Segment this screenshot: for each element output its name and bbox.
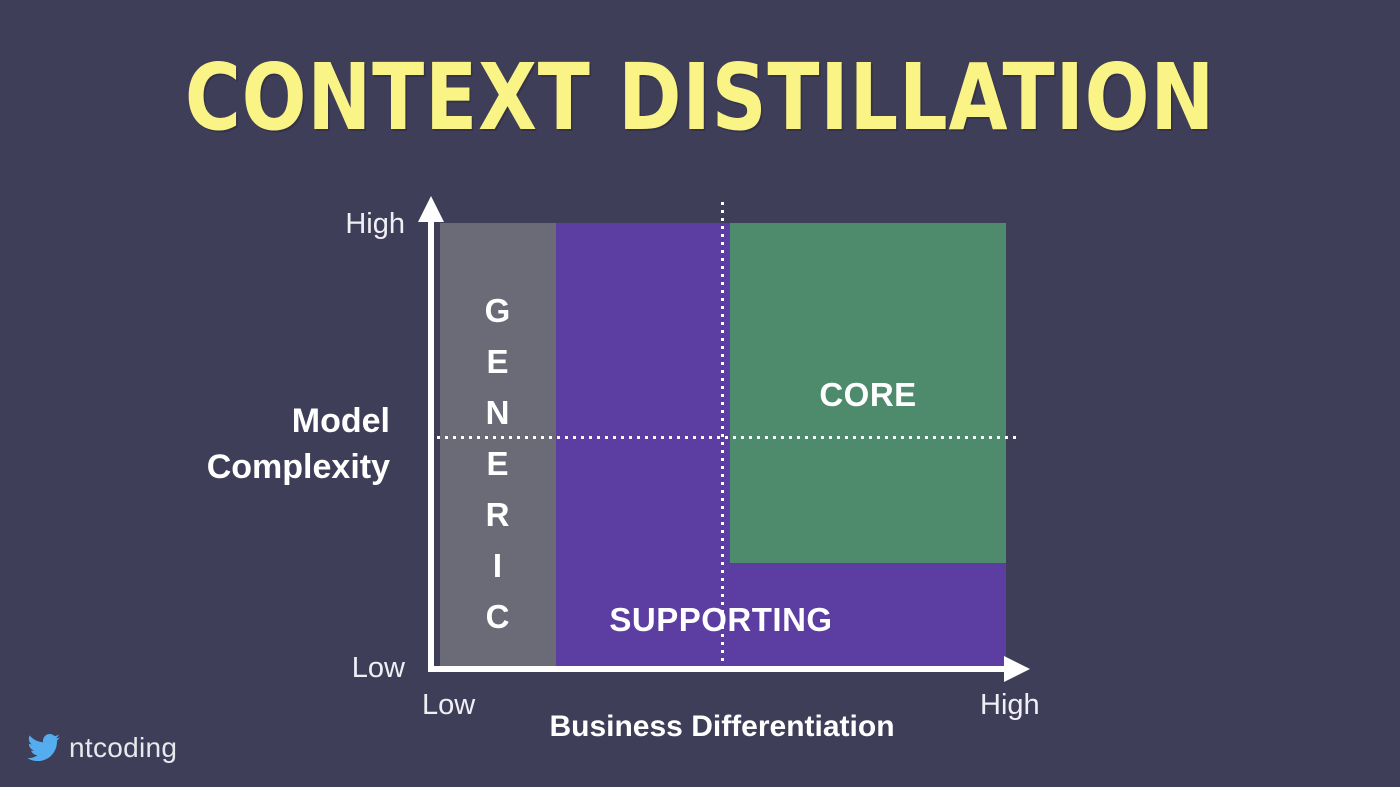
y-axis-tick-high: High (345, 208, 405, 240)
region-supporting-left (556, 223, 730, 667)
generic-letter-c: C (485, 598, 511, 635)
x-axis-arrow-icon (1004, 656, 1030, 682)
x-axis-tick-low: Low (422, 689, 476, 721)
region-label-supporting: SUPPORTING (609, 601, 833, 638)
x-axis-title: Business Differentiation (549, 710, 895, 743)
generic-letter-e2: E (486, 445, 510, 482)
page-title: CONTEXT DISTILLATION (184, 44, 1216, 151)
generic-letter-g: G (484, 292, 512, 329)
y-axis-line (428, 216, 434, 672)
y-axis-title-line2: Complexity (206, 448, 390, 486)
region-label-core: CORE (819, 376, 917, 413)
region-supporting-right (730, 563, 1006, 667)
region-generic (440, 223, 556, 667)
y-axis-title-line1: Model (291, 402, 390, 440)
y-axis-title: Model Complexity (110, 398, 390, 490)
gridline-vertical-dotted (721, 202, 724, 668)
generic-letter-e1: E (486, 343, 510, 380)
region-label-generic: G E N E R I C (440, 285, 556, 642)
gridline-horizontal-dotted (437, 436, 1020, 439)
region-core (730, 223, 1006, 563)
x-axis-tick-high: High (980, 689, 1040, 721)
generic-letter-i: I (492, 547, 504, 584)
x-axis-line (428, 666, 1008, 672)
generic-letter-r: R (485, 496, 511, 533)
generic-letter-n: N (485, 394, 511, 431)
author-handle: ntcoding (26, 732, 177, 764)
author-handle-text: ntcoding (69, 732, 178, 763)
y-axis-arrow-icon (418, 196, 444, 222)
twitter-bird-icon (27, 734, 60, 762)
y-axis-tick-low: Low (351, 652, 405, 684)
